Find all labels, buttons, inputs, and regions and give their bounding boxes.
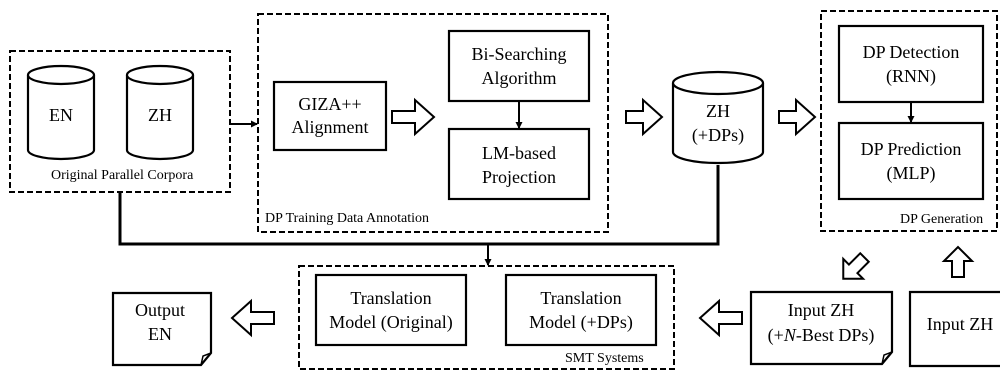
output-en-line1: Output — [135, 300, 185, 320]
giza-line1: GIZA++ — [298, 94, 361, 114]
bi-searching-box: Bi-Searching Algorithm — [447, 29, 591, 103]
smt-group — [298, 265, 675, 370]
zh-database-label: ZH — [148, 105, 172, 125]
dp-detection-box: DP Detection (RNN) — [837, 24, 985, 104]
en-database-label: EN — [49, 105, 73, 125]
bi-searching-line1: Bi-Searching — [472, 44, 567, 64]
tm-original-line1: Translation — [350, 288, 431, 308]
input-zh-nbest-document: Input ZH (+N-Best DPs) — [749, 290, 894, 366]
zh-database: ZH — [125, 64, 195, 161]
output-en-document: Output EN — [111, 291, 213, 367]
lm-projection-box: LM-based Projection — [447, 127, 591, 201]
giza-line2: Alignment — [292, 117, 369, 137]
dp-prediction-box: DP Prediction (MLP) — [837, 121, 985, 201]
merge-line-to-smt — [118, 165, 720, 246]
block-arrow-to-smt — [698, 298, 743, 338]
tm-original-line2: Model (Original) — [329, 312, 452, 333]
lm-projection-line1: LM-based — [482, 143, 556, 163]
dp-prediction-line2: (MLP) — [887, 163, 936, 184]
bi-searching-line2: Algorithm — [482, 68, 557, 88]
tm-dps-box: Translation Model (+DPs) — [504, 273, 658, 347]
dp-detection-line1: DP Detection — [863, 42, 960, 62]
block-arrow-giza — [391, 97, 436, 137]
block-arrow-inputzh-to-generation — [941, 245, 975, 278]
dp-prediction-line1: DP Prediction — [861, 139, 962, 159]
input-zh-nbest-line2: (+N-Best DPs) — [768, 325, 875, 346]
zh-dps-line1: ZH — [706, 101, 730, 121]
zh-dps-line2: (+DPs) — [692, 125, 744, 146]
tm-dps-line2: Model (+DPs) — [529, 312, 633, 333]
lm-projection-line2: Projection — [482, 167, 556, 187]
input-zh-label: Input ZH — [927, 314, 994, 334]
annotation-group — [257, 13, 609, 233]
annotation-label: DP Training Data Annotation — [265, 211, 429, 226]
block-arrow-annotation — [625, 97, 664, 137]
tm-dps-line1: Translation — [540, 288, 621, 308]
en-database: EN — [26, 64, 96, 161]
input-zh-nbest-line1: Input ZH — [788, 300, 855, 320]
zh-dps-database: ZH (+DPs) — [671, 70, 765, 165]
original-corpora-label: Original Parallel Corpora — [51, 168, 194, 183]
output-en-line2: EN — [148, 324, 172, 344]
giza-alignment-box: GIZA++ Alignment — [272, 80, 388, 152]
generation-label: DP Generation — [900, 212, 983, 227]
block-arrow-zh-to-generation — [778, 97, 817, 137]
input-zh-document: Input ZH — [908, 290, 1000, 368]
smt-label: SMT Systems — [565, 351, 644, 366]
block-arrow-to-output — [230, 298, 275, 338]
dp-detection-line2: (RNN) — [886, 66, 936, 87]
tm-original-box: Translation Model (Original) — [314, 273, 468, 347]
block-arrow-generation-to-nbest — [842, 251, 871, 280]
